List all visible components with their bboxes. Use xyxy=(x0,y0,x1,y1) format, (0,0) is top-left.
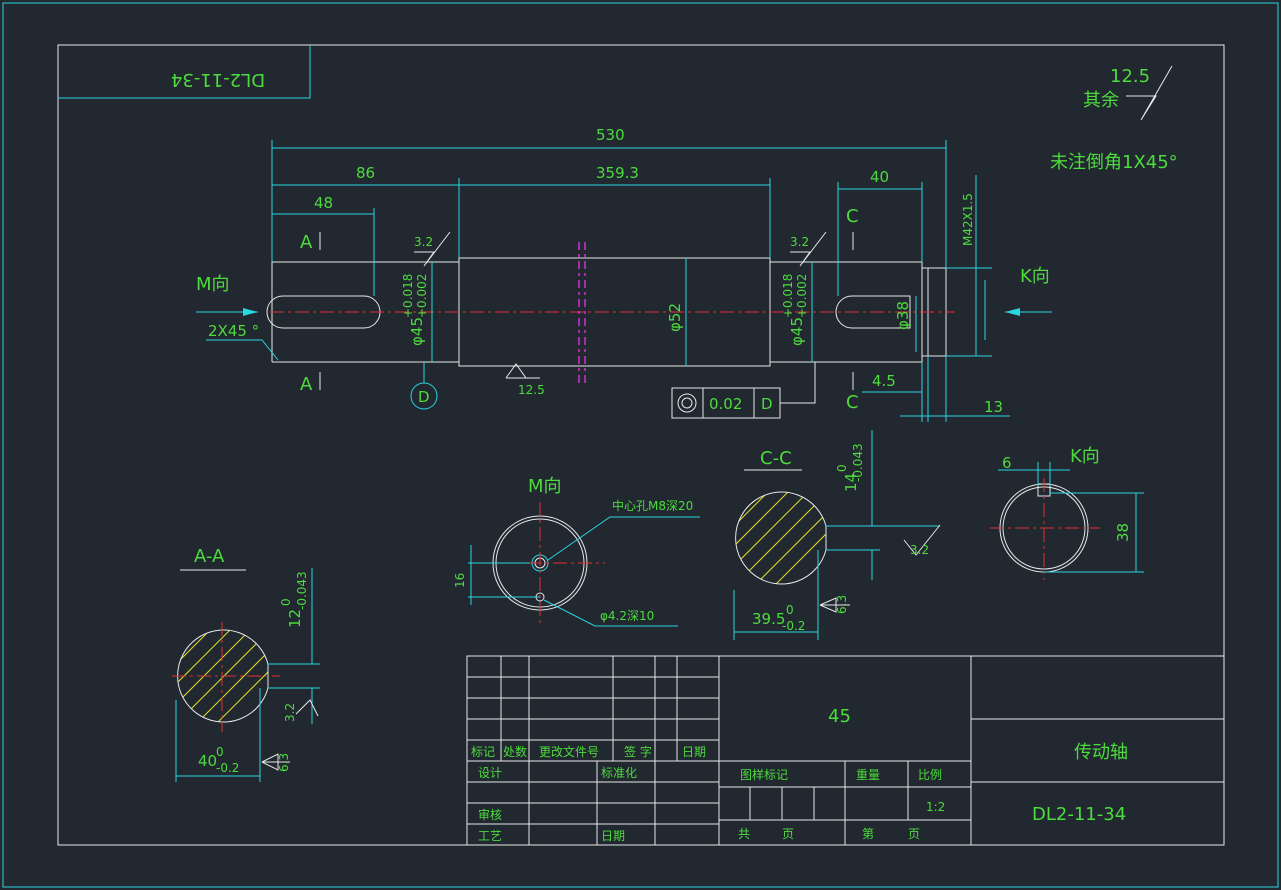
roughness-prefix: 其余 xyxy=(1083,90,1119,111)
m-direction: M向 xyxy=(196,274,230,295)
tol-datum: D xyxy=(761,395,773,413)
label-standard: 标准化 xyxy=(601,766,637,780)
m-view-dim-16: 16 xyxy=(453,573,467,588)
k-view xyxy=(990,462,1144,580)
label-sheet-2: 页 xyxy=(908,827,920,841)
dim-phi45-right: φ45 xyxy=(788,317,806,346)
aa-title: A-A xyxy=(194,546,225,567)
rev-col-doc: 更改文件号 xyxy=(539,744,599,759)
cc-dim-14-up: 0 xyxy=(835,464,849,472)
part-name: 传动轴 xyxy=(1074,742,1128,763)
aa-section xyxy=(172,568,320,782)
dim-chamfer: 2X45 ° xyxy=(208,322,259,340)
cc-rough-3-2: 3.2 xyxy=(910,543,929,557)
cc-dim-14: 14 xyxy=(842,473,860,492)
k-direction: K向 xyxy=(1020,266,1050,287)
cc-dim-39-5-lo: -0.2 xyxy=(782,619,805,633)
label-process: 工艺 xyxy=(478,829,502,843)
aa-dim-12: 12 xyxy=(286,609,304,628)
section-c-bottom: C xyxy=(846,392,859,413)
label-total: 共 xyxy=(738,827,750,841)
m-view-note-center-hole: 中心孔M8深20 xyxy=(612,498,693,513)
tol-value: 0.02 xyxy=(709,395,742,413)
rev-col-mark: 标记 xyxy=(471,745,495,759)
cc-title: C-C xyxy=(760,448,792,469)
aa-rough-3-2: 3.2 xyxy=(283,703,297,722)
drawing-number: DL2-11-34 xyxy=(1032,804,1126,825)
cc-dim-39-5-up: 0 xyxy=(786,603,794,617)
label-review: 审核 xyxy=(478,807,502,822)
dim-4-5: 4.5 xyxy=(872,372,896,390)
aa-dim-40: 40 xyxy=(198,752,217,770)
scale-value: 1:2 xyxy=(926,800,945,814)
dim-40: 40 xyxy=(870,168,889,186)
k-view-dim-38: 38 xyxy=(1114,523,1132,542)
dim-48: 48 xyxy=(314,194,333,212)
aa-dim-12-up: 0 xyxy=(279,598,293,606)
label-stage-mark: 图样标记 xyxy=(740,767,788,782)
datum-label: D xyxy=(418,388,430,406)
section-a-bottom: A xyxy=(300,374,313,395)
code-box xyxy=(58,45,311,99)
roughness-symbol xyxy=(1126,65,1173,121)
shaft-main-view xyxy=(266,242,955,384)
dimensions xyxy=(196,140,1052,422)
m-view xyxy=(468,502,700,627)
dim-phi52: φ52 xyxy=(666,303,684,332)
chamfer-note: 未注倒角1X45° xyxy=(1050,152,1178,173)
k-view-dim-6: 6 xyxy=(1002,454,1012,472)
dim-phi38: φ38 xyxy=(894,301,912,330)
cc-rough-6-3: 6.3 xyxy=(835,595,849,614)
m-view-note-hole: φ4.2深10 xyxy=(600,609,654,623)
mirrored-code: DL2-11-34 xyxy=(171,69,265,90)
cc-section xyxy=(733,430,941,640)
aa-dim-40-up: 0 xyxy=(216,745,224,759)
tol-phi45-left-lo: +0.002 xyxy=(415,274,429,318)
label-scale: 比例 xyxy=(918,768,942,782)
title-block xyxy=(466,655,1225,846)
tol-phi45-right-lo: +0.002 xyxy=(795,274,809,318)
tol-phi45-left-up: +0.018 xyxy=(401,274,415,318)
section-a-top: A xyxy=(300,232,313,253)
aa-rough-6-3: 6.3 xyxy=(277,753,291,772)
rough-3-2-left: 3.2 xyxy=(414,235,433,249)
rough-12-5: 12.5 xyxy=(518,383,545,397)
dim-phi45-left: φ45 xyxy=(408,317,426,346)
label-weight: 重量 xyxy=(856,768,880,782)
rev-col-date: 日期 xyxy=(682,745,706,759)
dim-m42: M42X1.5 xyxy=(961,193,975,246)
cc-dim-39-5: 39.5 xyxy=(752,610,785,628)
label-date: 日期 xyxy=(601,829,625,843)
dim-86: 86 xyxy=(356,164,375,182)
aa-dim-40-lo: -0.2 xyxy=(216,761,239,775)
material: 45 xyxy=(828,706,851,727)
aa-dim-12-lo: -0.043 xyxy=(295,571,309,610)
k-view-title: K向 xyxy=(1070,446,1100,467)
tol-phi45-right-up: +0.018 xyxy=(781,274,795,318)
dim-13: 13 xyxy=(984,398,1003,416)
label-no: 第 xyxy=(862,827,874,841)
rough-3-2-right: 3.2 xyxy=(790,235,809,249)
m-view-title: M向 xyxy=(528,476,562,497)
section-c-top: C xyxy=(846,206,859,227)
dim-530: 530 xyxy=(596,126,625,144)
roughness-value: 12.5 xyxy=(1110,66,1150,87)
cc-dim-14-lo: -0.043 xyxy=(851,443,865,482)
label-design: 设计 xyxy=(478,766,502,780)
rev-col-sign: 签 字 xyxy=(624,744,652,759)
rev-col-count: 处数 xyxy=(503,744,527,759)
dim-359: 359.3 xyxy=(596,164,639,182)
label-sheet: 页 xyxy=(782,827,794,841)
